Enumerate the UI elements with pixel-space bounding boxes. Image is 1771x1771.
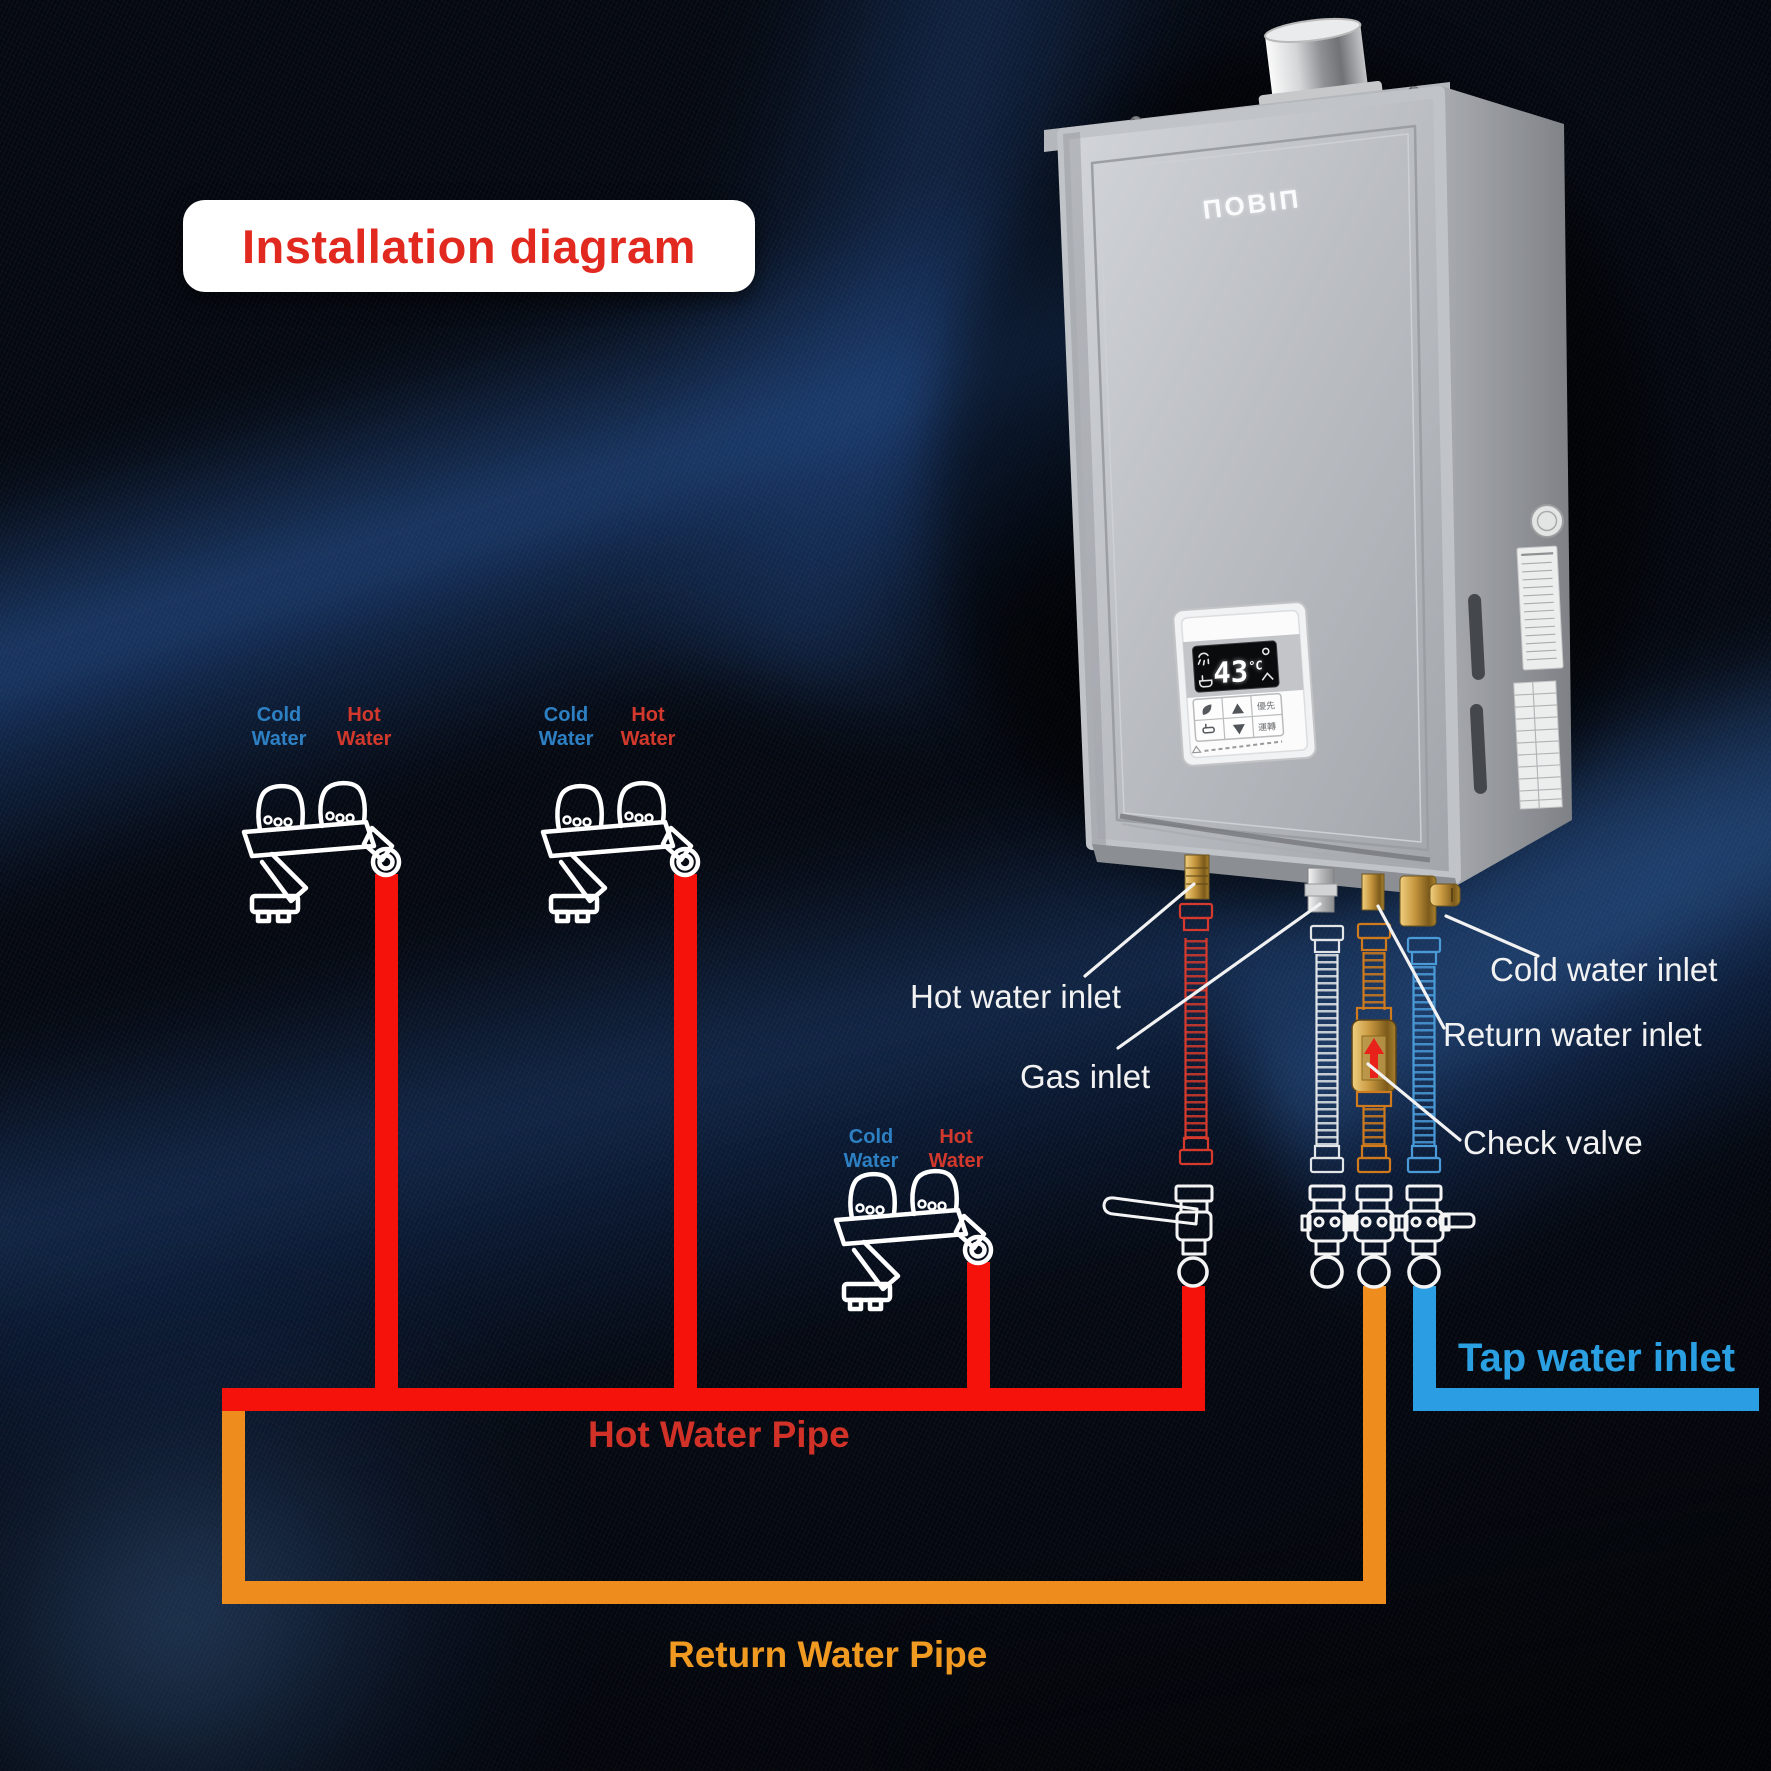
temperature-unit: °C	[1248, 658, 1263, 674]
gas-fitting	[1304, 867, 1338, 913]
gas-valve	[1300, 1184, 1354, 1289]
cold-water-label: Cold Water	[538, 704, 594, 750]
return-water-hose	[1351, 922, 1397, 1174]
hot-water-pipe	[222, 874, 1205, 1411]
tap-water-pipe	[1413, 1286, 1759, 1411]
temp-down-icon[interactable]	[1232, 724, 1246, 735]
bathtub-icon	[1198, 675, 1213, 688]
return-water-inlet-label: Return water inlet	[1443, 1016, 1702, 1053]
lcd-display	[1192, 640, 1280, 693]
cold-water-label: Cold Water	[251, 704, 307, 750]
spec-sticker	[1516, 545, 1564, 671]
return-water-pipe-label: Return Water Pipe	[668, 1634, 988, 1675]
valve-handle	[1102, 1196, 1199, 1226]
bath-button-icon[interactable]	[1202, 723, 1215, 734]
return-water-valve	[1347, 1184, 1401, 1289]
leader-lines	[1083, 882, 1540, 1142]
hot-water-valve	[1102, 1184, 1214, 1288]
certification-badge	[1530, 504, 1564, 538]
title-box: Installation diagram	[183, 200, 755, 292]
hot-water-label: Hot Water	[928, 1126, 984, 1172]
temperature-readout: 43°C	[1199, 644, 1277, 691]
caution-line	[1191, 740, 1283, 754]
vent-slot	[1469, 704, 1488, 794]
hot-water-pipe-label: Hot Water Pipe	[588, 1414, 850, 1455]
page-title: Installation diagram	[242, 219, 696, 273]
hot-water-fitting	[1184, 854, 1210, 900]
cold-water-inlet-label: Cold water inlet	[1490, 951, 1718, 988]
gas-inlet-label: Gas inlet	[1020, 1058, 1151, 1095]
hot-water-label: Hot Water	[620, 704, 676, 750]
tap-water-hose	[1406, 936, 1442, 1174]
temp-up-icon[interactable]	[1231, 703, 1245, 714]
tap-water-valve	[1397, 1184, 1451, 1289]
check-valve-label: Check valve	[1463, 1124, 1643, 1161]
priority-button[interactable]: 優先	[1256, 700, 1276, 712]
arrow-up-icon	[1261, 672, 1274, 681]
eco-leaf-icon[interactable]	[1202, 704, 1212, 715]
vent-slot	[1468, 594, 1485, 680]
shower-icon	[1197, 652, 1210, 666]
cold-water-fitting	[1399, 875, 1461, 927]
temperature-value: 43	[1213, 653, 1249, 691]
tap-water-inlet-label: Tap water inlet	[1458, 1336, 1736, 1380]
return-water-pipe	[222, 1286, 1386, 1604]
return-water-fitting	[1361, 873, 1385, 911]
tap-valve-handle	[1438, 1212, 1476, 1229]
hot-water-inlet-label: Hot water inlet	[910, 978, 1121, 1015]
table-sticker	[1513, 680, 1563, 810]
flow-arrow-icon	[1364, 1038, 1384, 1078]
hot-water-label: Hot Water	[336, 704, 392, 750]
button-grid[interactable]	[1192, 692, 1285, 743]
heater-fittings	[1184, 854, 1461, 927]
power-button[interactable]: 運轉	[1257, 721, 1277, 733]
status-icon	[1261, 647, 1270, 656]
hot-water-hose	[1178, 902, 1214, 1166]
control-panel	[1172, 601, 1317, 767]
gas-hose	[1309, 924, 1345, 1174]
cold-water-label: Cold Water	[843, 1126, 899, 1172]
heater-side-panel	[1441, 86, 1572, 886]
